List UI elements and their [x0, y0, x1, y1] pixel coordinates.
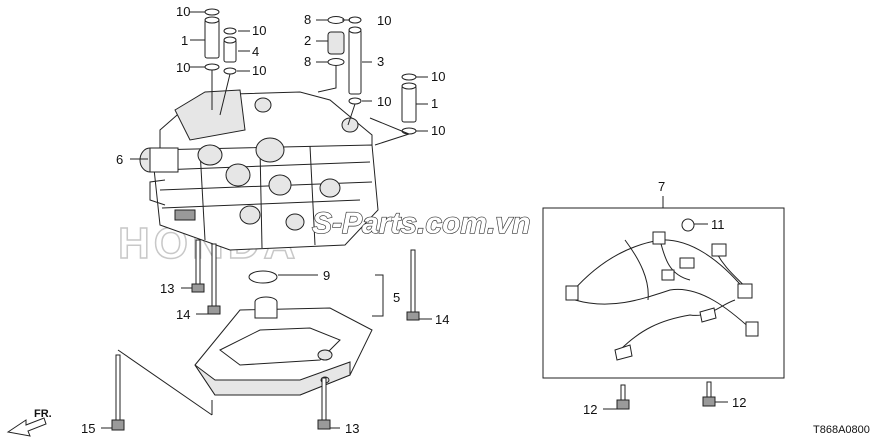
callout-13: 13: [345, 421, 359, 436]
stack-leaders: [211, 66, 410, 146]
callout-10: 10: [252, 23, 266, 38]
sleeve-1-left: [204, 8, 220, 71]
callout-2: 2: [304, 33, 311, 48]
sleeve-2-3: [327, 16, 362, 105]
callout-10: 10: [252, 63, 266, 78]
wire-harness: [565, 218, 759, 361]
callout-8: 8: [304, 12, 311, 27]
callout-10: 10: [176, 4, 190, 19]
callout-13: 13: [160, 281, 174, 296]
callout-labels: 10 1 10 4 10 10 8 10 2 8 3 10 10 1 10 6 …: [81, 4, 746, 436]
callout-10: 10: [431, 69, 445, 84]
callout-10: 10: [431, 123, 445, 138]
front-label: FR.: [34, 408, 52, 420]
sleeve-4: [223, 27, 237, 75]
bolt-14-right: [406, 249, 420, 321]
oil-strainer: [194, 296, 373, 396]
callout-4: 4: [252, 44, 259, 59]
bolt-15: [111, 354, 125, 431]
bolt-12-right: [702, 381, 716, 407]
o-ring-9: [248, 270, 278, 284]
site-watermark: S-Parts.com.vn: [312, 207, 530, 240]
leader-lines: [101, 11, 728, 429]
bolt-15-guide: [117, 349, 213, 416]
callout-12: 12: [583, 402, 597, 417]
callout-10: 10: [176, 60, 190, 75]
callout-7: 7: [658, 179, 665, 194]
callout-10: 10: [377, 13, 391, 28]
callout-10: 10: [377, 94, 391, 109]
callout-12: 12: [732, 395, 746, 410]
callout-1: 1: [431, 96, 438, 111]
callout-9: 9: [323, 268, 330, 283]
callout-8: 8: [304, 54, 311, 69]
callout-15: 15: [81, 421, 95, 436]
front-direction-arrow: FR.: [6, 408, 52, 437]
valve-body-assembly: [139, 89, 379, 251]
sleeve-1-right: [401, 73, 417, 135]
callout-3: 3: [377, 54, 384, 69]
callout-11: 11: [711, 217, 725, 232]
bolt-14-left: [207, 243, 221, 315]
callout-1: 1: [181, 33, 188, 48]
callout-14: 14: [435, 312, 449, 327]
bolt-12-left: [616, 384, 630, 410]
bolt-13-lower: [317, 377, 331, 430]
callout-6: 6: [116, 152, 123, 167]
callout-14: 14: [176, 307, 190, 322]
callout-5: 5: [393, 290, 400, 305]
diagram-code: T868A0800: [813, 424, 870, 436]
